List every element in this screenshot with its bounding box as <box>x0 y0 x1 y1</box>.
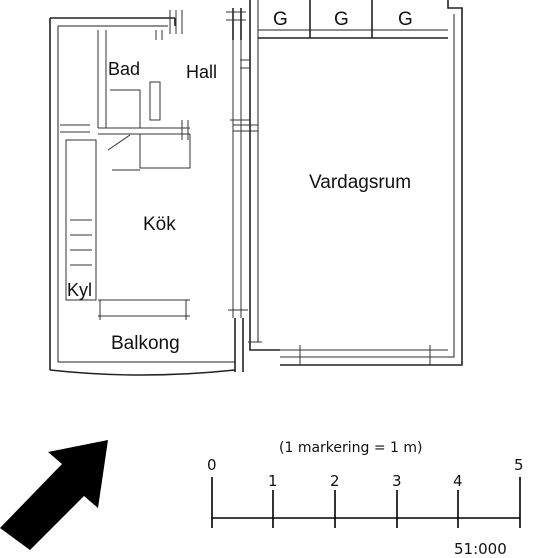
room-label-hall: Hall <box>186 62 218 82</box>
outer-walls <box>49 0 463 376</box>
north-arrow-icon <box>0 440 108 550</box>
room-label-bad: Bad <box>108 59 141 79</box>
closet-label: G <box>273 9 288 30</box>
room-label-kok: Kök <box>143 214 176 235</box>
scale-tick-label: 5 <box>514 456 524 474</box>
closet-label: G <box>398 9 413 30</box>
room-label-balkong: Balkong <box>111 333 180 354</box>
room-label-kyl: Kyl <box>67 280 93 300</box>
scale-note: (1 markering = 1 m) <box>279 440 423 456</box>
closet-label: G <box>334 9 349 30</box>
scale-tick-label: 2 <box>330 472 340 490</box>
scale-tick-label: 0 <box>207 456 217 474</box>
scale-tick-label: 1 <box>268 472 278 490</box>
interior-walls <box>65 30 448 365</box>
scale-ratio: 51:000 <box>454 540 507 558</box>
wall-ticks <box>60 10 262 343</box>
scale-bar <box>211 477 521 528</box>
scale-tick-label: 4 <box>453 472 463 490</box>
scale-tick-label: 3 <box>392 472 402 490</box>
room-label-vardagsrum: Vardagsrum <box>309 172 412 193</box>
